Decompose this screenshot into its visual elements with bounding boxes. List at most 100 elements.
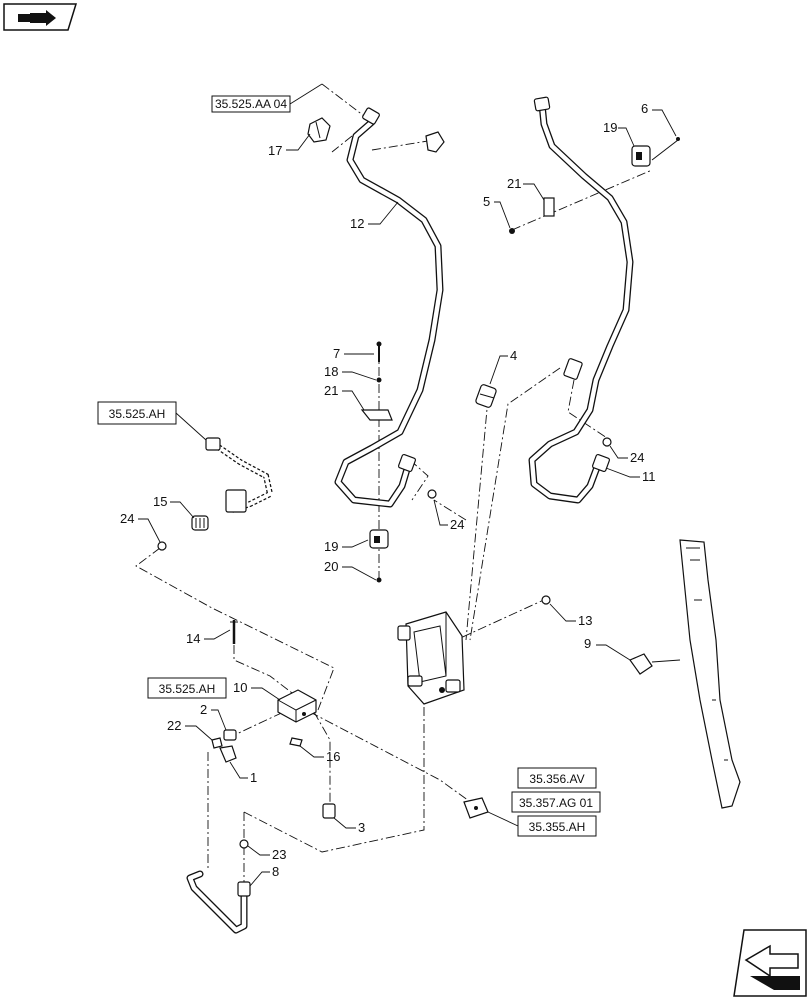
callout-24-right[interactable]: 24 — [609, 445, 644, 465]
tube-8[interactable] — [186, 870, 251, 934]
part-7[interactable] — [376, 341, 382, 363]
control-valve[interactable] — [397, 611, 465, 705]
next-page-arrow-icon[interactable] — [733, 929, 807, 997]
part-24-center[interactable] — [427, 489, 437, 499]
svg-text:15: 15 — [153, 494, 167, 509]
part-9[interactable] — [629, 653, 681, 675]
callout-14[interactable]: 14 — [186, 629, 231, 646]
svg-text:21: 21 — [324, 383, 338, 398]
callout-11[interactable]: 11 — [605, 467, 656, 484]
callout-22[interactable]: 22 — [167, 718, 213, 741]
svg-text:35.525.AH: 35.525.AH — [109, 407, 166, 421]
part-24-right[interactable] — [602, 437, 612, 447]
svg-text:23: 23 — [272, 847, 286, 862]
svg-text:16: 16 — [326, 749, 340, 764]
part-6[interactable] — [651, 137, 680, 161]
svg-text:21: 21 — [507, 176, 521, 191]
svg-text:8: 8 — [272, 864, 279, 879]
callout-19-mid[interactable]: 19 — [324, 539, 369, 554]
callout-2[interactable]: 2 — [200, 702, 227, 731]
part-3[interactable] — [322, 803, 336, 819]
svg-text:1: 1 — [250, 770, 257, 785]
svg-text:24: 24 — [120, 511, 134, 526]
svg-text:12: 12 — [350, 216, 364, 231]
part-13[interactable] — [541, 595, 551, 605]
svg-text:14: 14 — [186, 631, 200, 646]
part-14[interactable] — [230, 620, 238, 644]
part-coupler-bottom — [463, 797, 489, 819]
callout-21-mid[interactable]: 21 — [324, 383, 365, 411]
svg-text:18: 18 — [324, 364, 338, 379]
part-4[interactable] — [475, 384, 497, 408]
svg-text:19: 19 — [324, 539, 338, 554]
svg-text:35.525.AH: 35.525.AH — [159, 682, 216, 696]
svg-text:19: 19 — [603, 120, 617, 135]
svg-text:9: 9 — [584, 636, 591, 651]
svg-text:2: 2 — [200, 702, 207, 717]
callout-13[interactable]: 13 — [549, 603, 592, 628]
callout-15[interactable]: 15 — [153, 494, 195, 519]
callout-7[interactable]: 7 — [333, 346, 374, 361]
ref-35-357-ag01[interactable]: 35.357.AG 01 — [511, 791, 601, 813]
part-2[interactable] — [223, 729, 237, 741]
callout-9[interactable]: 9 — [584, 636, 631, 661]
svg-text:24: 24 — [450, 517, 464, 532]
callout-23[interactable]: 23 — [247, 845, 286, 862]
callout-12[interactable]: 12 — [350, 201, 399, 231]
svg-text:4: 4 — [510, 348, 517, 363]
hose-dashed-left — [205, 437, 274, 513]
callout-21-top[interactable]: 21 — [507, 176, 545, 201]
part-15[interactable] — [191, 515, 209, 531]
callout-3[interactable]: 3 — [333, 817, 365, 835]
callout-24-center[interactable]: 24 — [433, 499, 464, 532]
part-21-mid[interactable] — [360, 409, 393, 421]
valve-block-10[interactable] — [277, 689, 317, 723]
svg-text:13: 13 — [578, 613, 592, 628]
part-20[interactable] — [376, 577, 382, 583]
svg-text:11: 11 — [642, 469, 656, 484]
ref-35-525-aa04[interactable]: 35.525.AA 04 — [211, 83, 323, 113]
part-bracket-top — [425, 131, 445, 153]
callout-5[interactable]: 5 — [483, 194, 511, 229]
part-24-left[interactable] — [157, 541, 167, 551]
svg-text:6: 6 — [641, 101, 648, 116]
callout-19-top[interactable]: 19 — [603, 120, 635, 147]
part-18[interactable] — [376, 377, 382, 383]
part-5[interactable] — [509, 228, 515, 234]
callout-24-left[interactable]: 24 — [120, 511, 161, 543]
svg-text:5: 5 — [483, 194, 490, 209]
callout-6[interactable]: 6 — [641, 101, 677, 137]
svg-text:10: 10 — [233, 680, 247, 695]
ref-35-355-ah[interactable]: 35.355.AH — [487, 811, 597, 837]
svg-text:35.525.AA 04: 35.525.AA 04 — [215, 97, 287, 111]
part-23[interactable] — [239, 839, 249, 849]
ref-35-525-ah-top[interactable]: 35.525.AH — [97, 401, 207, 441]
book-arrow-icon[interactable] — [3, 3, 78, 31]
loader-arm — [679, 539, 741, 809]
svg-text:35.357.AG 01: 35.357.AG 01 — [519, 796, 593, 810]
callout-16[interactable]: 16 — [299, 745, 340, 764]
part-21-top[interactable] — [543, 197, 555, 217]
tube-12[interactable] — [334, 107, 444, 508]
callout-18[interactable]: 18 — [324, 364, 377, 381]
callout-1[interactable]: 1 — [229, 761, 257, 785]
tube-11[interactable] — [528, 96, 634, 504]
svg-text:20: 20 — [324, 559, 338, 574]
ref-35-525-ah-mid[interactable]: 35.525.AH — [147, 677, 227, 699]
callout-17[interactable]: 17 — [268, 133, 311, 158]
part-1[interactable] — [219, 745, 237, 763]
callout-8[interactable]: 8 — [249, 864, 279, 887]
svg-text:35.355.AH: 35.355.AH — [529, 820, 586, 834]
callout-20[interactable]: 20 — [324, 559, 377, 581]
callout-4[interactable]: 4 — [489, 348, 517, 385]
callout-10[interactable]: 10 — [233, 680, 281, 701]
part-19-top[interactable] — [631, 145, 651, 167]
part-16[interactable] — [289, 737, 303, 747]
part-19-mid[interactable] — [369, 529, 389, 549]
svg-text:7: 7 — [333, 346, 340, 361]
part-17[interactable] — [307, 117, 331, 143]
part-22[interactable] — [211, 737, 223, 749]
ref-35-356-av[interactable]: 35.356.AV — [517, 767, 597, 789]
